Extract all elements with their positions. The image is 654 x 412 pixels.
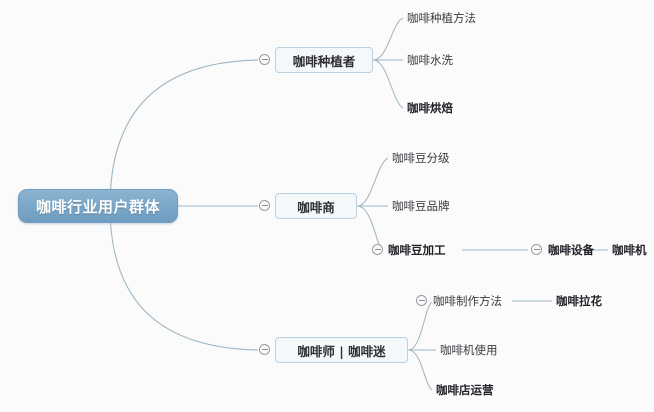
leaf-baristas-1[interactable]: 咖啡制作方法 [433,294,502,308]
leaf-merchants-2[interactable]: 咖啡豆品牌 [392,199,450,213]
branch-node-growers-label: 咖啡种植者 [292,53,356,69]
branch-node-baristas[interactable]: 咖啡师 | 咖啡迷 [275,337,408,363]
branch-node-merchants[interactable]: 咖啡商 [275,193,357,219]
leaf-latte-art[interactable]: 咖啡拉花 [556,294,602,308]
leaf-growers-1[interactable]: 咖啡种植方法 [407,11,476,25]
collapse-toggle-merchants[interactable] [259,200,270,211]
collapse-toggle-processing[interactable] [372,244,383,255]
leaf-equipment[interactable]: 咖啡设备 [548,243,594,257]
edge-growers-to-c1 [372,17,404,61]
collapse-toggle-equipment[interactable] [531,244,542,255]
leaf-baristas-2[interactable]: 咖啡机使用 [440,343,498,357]
edge-baristas-to-c3 [407,349,433,391]
branch-node-merchants-label: 咖啡商 [297,199,335,215]
root-node[interactable]: 咖啡行业用户群体 [18,189,178,223]
leaf-merchants-3[interactable]: 咖啡豆加工 [388,243,446,257]
branch-node-growers[interactable]: 咖啡种植者 [275,47,373,73]
leaf-growers-2[interactable]: 咖啡水洗 [407,53,453,67]
leaf-baristas-3[interactable]: 咖啡店运营 [436,383,494,397]
edge-growers-to-c3 [372,59,404,109]
leaf-growers-3[interactable]: 咖啡烘焙 [407,101,453,115]
collapse-toggle-growers[interactable] [259,54,270,65]
collapse-toggle-method[interactable] [416,295,427,306]
edge-baristas-to-c1 [407,301,433,351]
branch-node-baristas-label: 咖啡师 | 咖啡迷 [297,343,386,359]
leaf-merchants-1[interactable]: 咖啡豆分级 [392,151,450,165]
edge-root-to-baristas [109,205,259,351]
root-node-label: 咖啡行业用户群体 [35,197,160,216]
leaf-coffee-machine[interactable]: 咖啡机 [612,243,647,257]
edge-root-to-growers [109,59,259,207]
collapse-toggle-baristas[interactable] [259,344,270,355]
edge-merchants-to-c1 [356,157,389,207]
